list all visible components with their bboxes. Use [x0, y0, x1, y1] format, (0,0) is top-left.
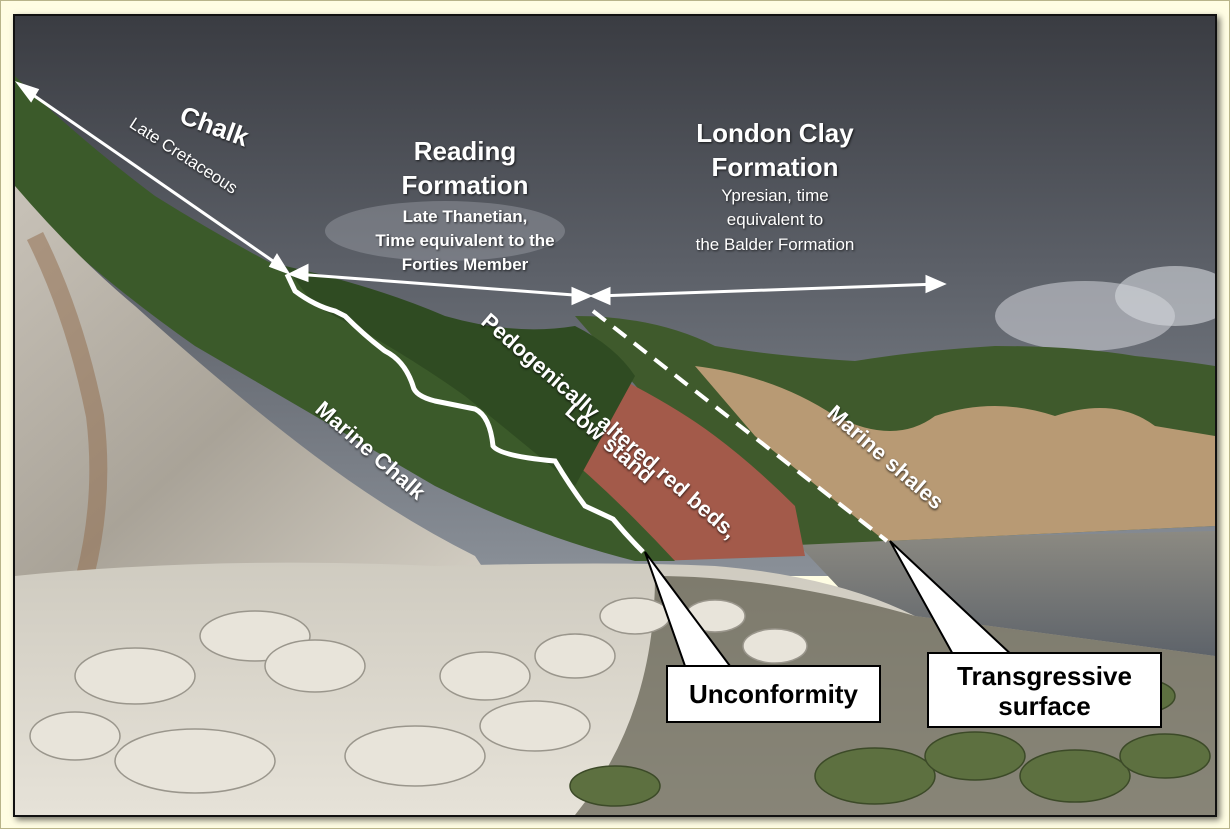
unconformity-line	[284, 272, 645, 554]
annotation-arrows	[15, 81, 947, 306]
boulders	[29, 597, 808, 794]
cliff-scene	[15, 16, 1215, 815]
unconformity-text: Unconformity	[689, 679, 858, 709]
reading-sub-1: Late Thanetian,	[402, 207, 528, 226]
london-clay-cliff	[695, 366, 1215, 541]
cloud	[325, 201, 565, 261]
chalk-cliff-face	[15, 186, 495, 616]
london-clay-sub-3: the Balder Formation	[695, 235, 855, 254]
unconformity-callout: Unconformity	[666, 665, 881, 723]
reading-sub-2: Time equivalent to the	[375, 231, 555, 250]
cloud	[1115, 266, 1215, 326]
transgressive-surface-callout: Transgressive surface	[927, 652, 1162, 728]
london-clay-title-2: Formation	[711, 152, 839, 182]
scrub	[285, 266, 635, 486]
transgressive-text-2: surface	[998, 691, 1091, 721]
reading-title-1: Reading	[413, 136, 517, 166]
transgressive-text-1: Transgressive	[957, 661, 1132, 691]
reading-title-2: Formation	[401, 170, 529, 200]
transgressive-line	[591, 309, 889, 543]
london-clay-sub-2: equivalent to	[726, 210, 824, 229]
london-clay-title-1: London Clay	[696, 118, 854, 148]
sea	[795, 531, 1215, 666]
cliff-photo: Chalk Late Cretaceous Reading Formation …	[13, 14, 1217, 817]
london-clay-sub-1: Ypresian, time	[721, 186, 829, 205]
cliff-stain	[26, 231, 108, 579]
reading-sub-3: Forties Member	[401, 255, 529, 274]
